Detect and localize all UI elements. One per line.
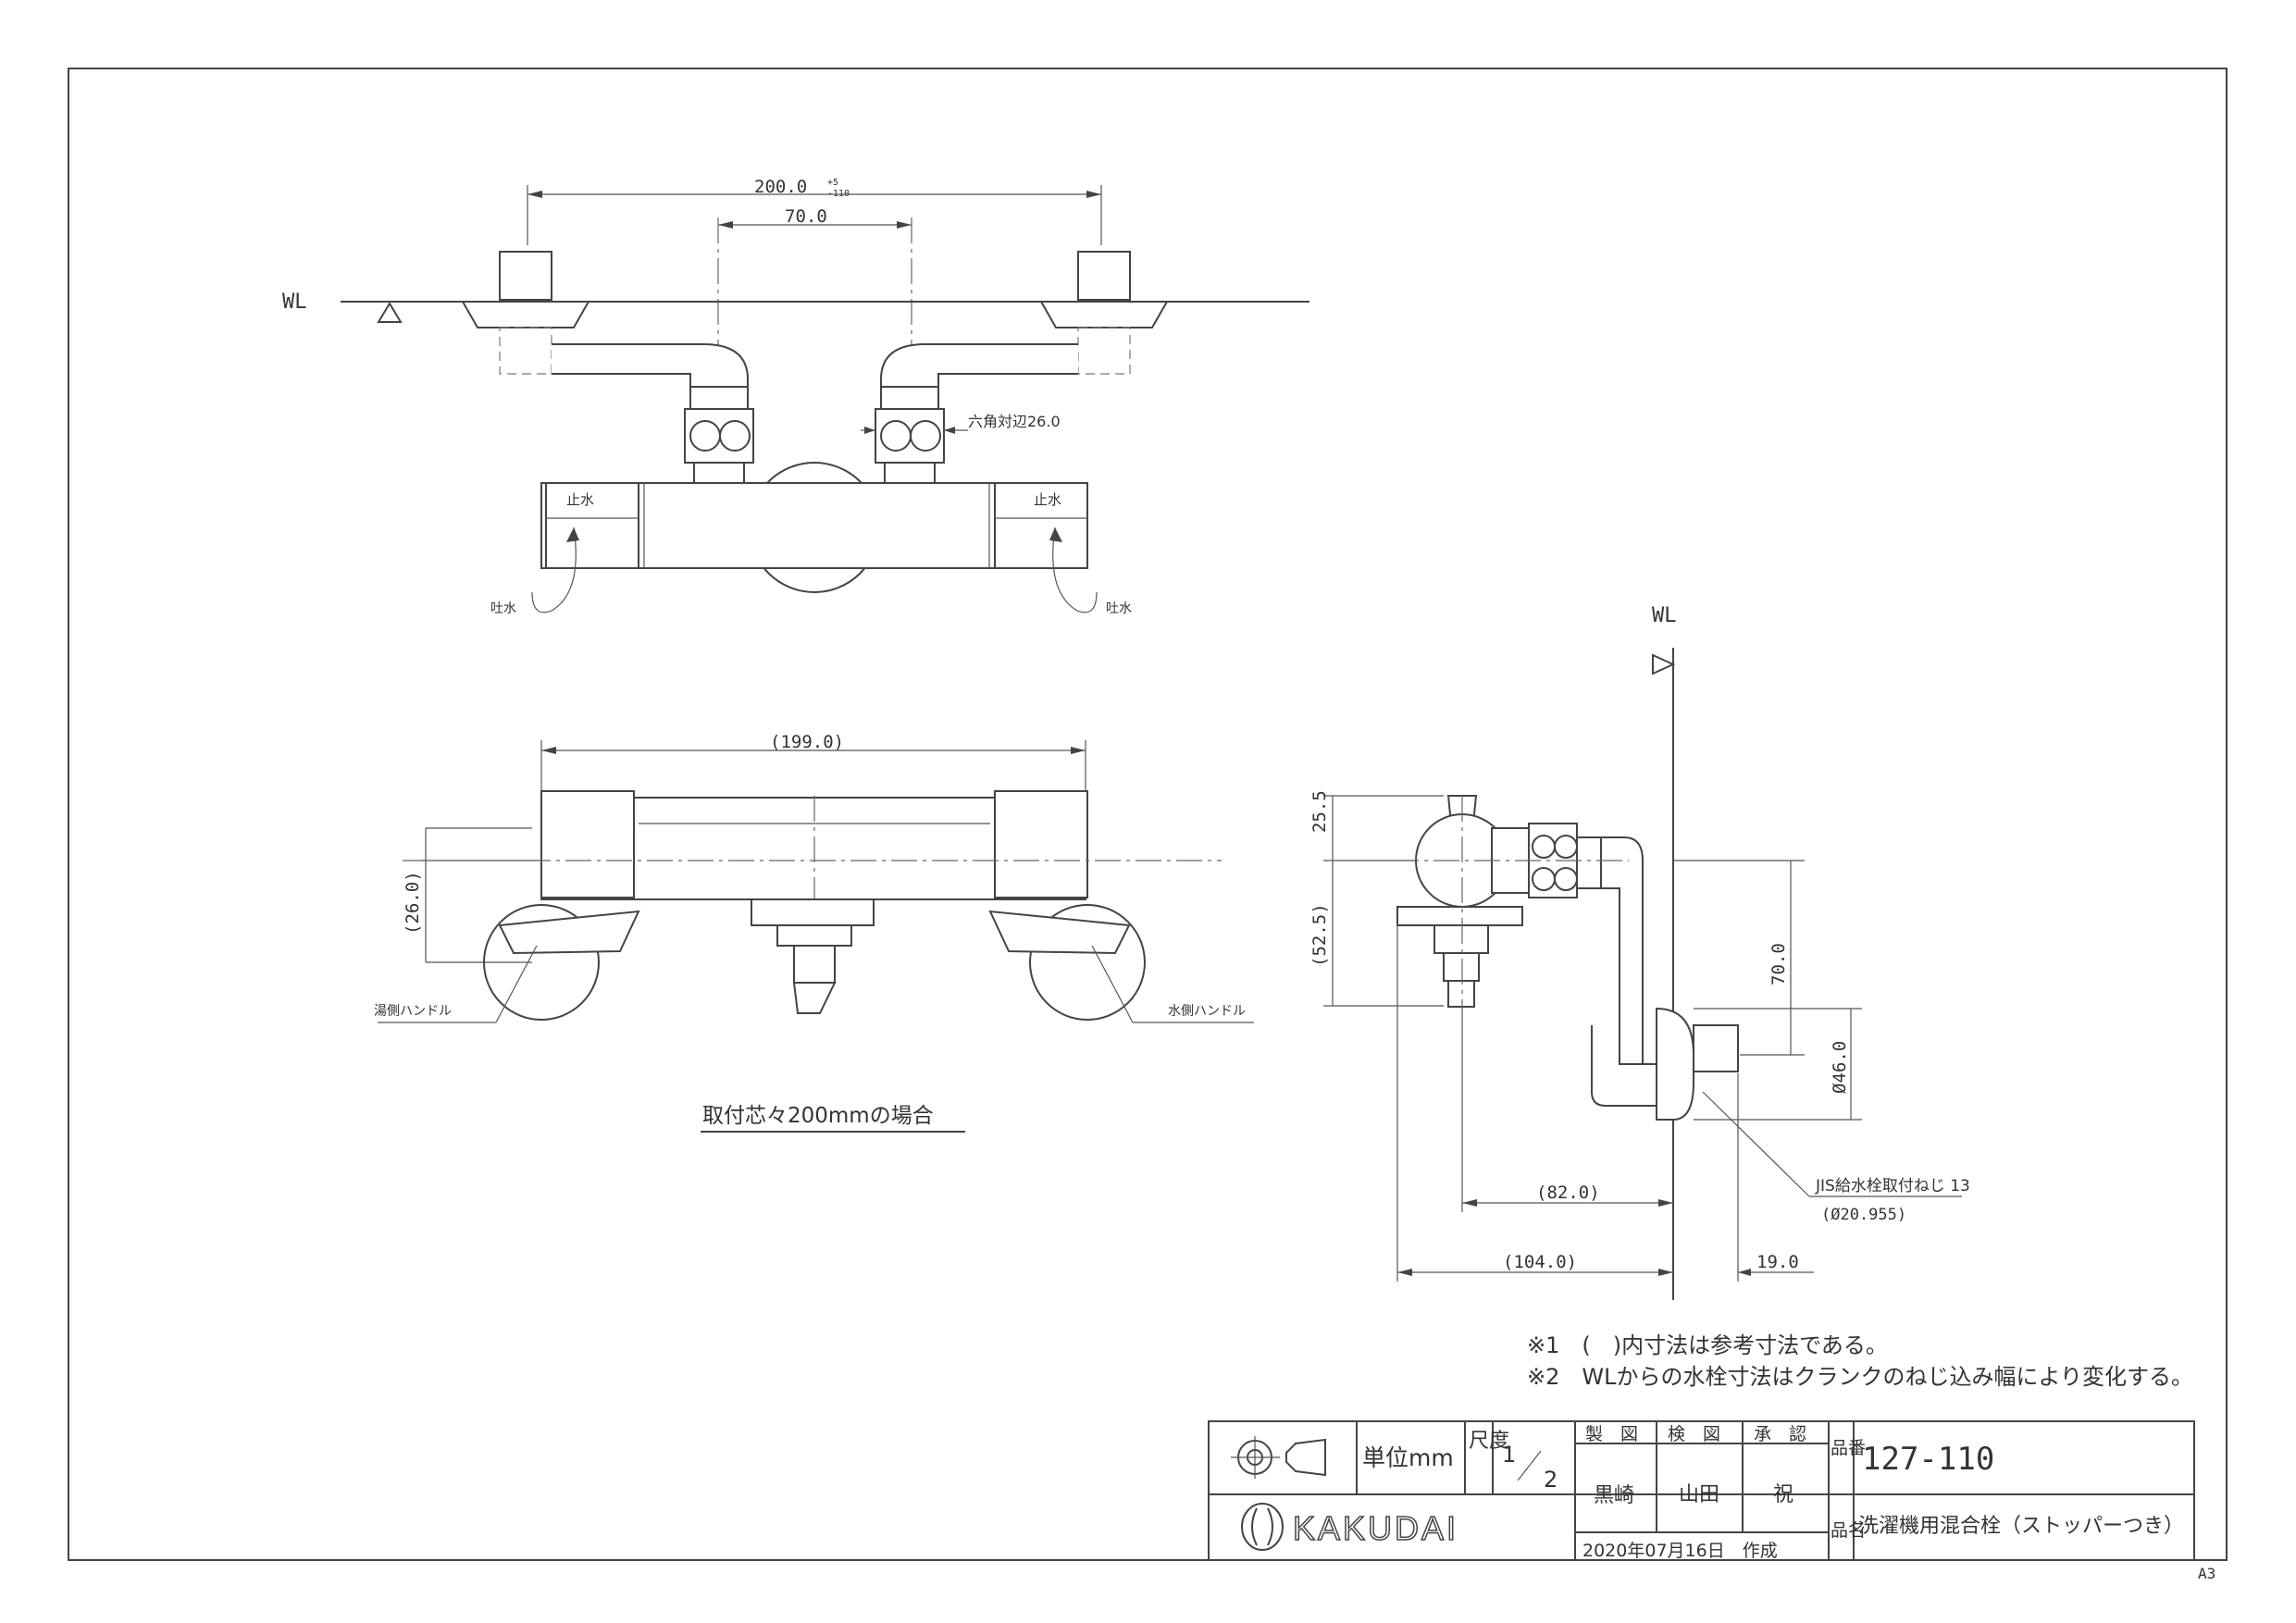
- wl-label-top: WL: [282, 291, 307, 314]
- dim-tol-minus: -110: [827, 189, 850, 199]
- front-view: 200.0 +5 -110 70.0 WL: [282, 177, 1309, 616]
- drawn-by: 黒崎: [1594, 1484, 1634, 1507]
- spout-label-right: 吐水: [1106, 601, 1132, 616]
- part-no-label: 品番: [1831, 1438, 1866, 1458]
- title-block: 単位mm 尺度 1 2 製 図 検 図 承 認 黒崎 山田 祝 2020年07月…: [1208, 1420, 2195, 1561]
- part-number: 127-110: [1862, 1441, 1994, 1478]
- drawing-date: 2020年07月16日 作成: [1582, 1541, 1778, 1561]
- drawing-caption: 取付芯々200mmの場合: [702, 1104, 934, 1128]
- wl-label-side: WL: [1652, 604, 1677, 627]
- col-approved: 承 認: [1754, 1424, 1806, 1444]
- jis-thread-label: JIS給水栓取付ねじ 13: [1815, 1177, 1970, 1196]
- col-drawn: 製 図: [1585, 1424, 1638, 1444]
- product-name: 洗濯機用混合栓（ストッパーつき）: [1858, 1515, 2184, 1538]
- dim-height-25-5: 25.5: [1309, 790, 1330, 833]
- brand-name: KAKUDAI: [1293, 1509, 1458, 1547]
- dim-diameter-46: Ø46.0: [1830, 1041, 1850, 1094]
- checked-by: 山田: [1679, 1483, 1719, 1506]
- stop-label-right: 止水: [1034, 491, 1061, 508]
- third-angle-projection-icon: [1231, 1436, 1326, 1479]
- drawing-border: [68, 68, 2228, 1561]
- dim-width-199: (199.0): [770, 732, 844, 752]
- scale-numerator: 1: [1502, 1442, 1516, 1468]
- scale-denominator: 2: [1544, 1467, 1558, 1493]
- dim-width-top: 200.0: [754, 177, 807, 197]
- side-view: WL 25.5 (52.5) 70.0: [1309, 604, 1970, 1300]
- hot-handle-label: 湯側ハンドル: [374, 1003, 452, 1019]
- note-1: ※1 ( )内寸法は参考寸法である。: [1527, 1332, 1888, 1358]
- approved-by: 祝: [1773, 1483, 1793, 1506]
- dim-tol-plus: +5: [827, 178, 838, 188]
- spout-label-left: 吐水: [490, 601, 516, 616]
- paper-size: A3: [2198, 1565, 2215, 1582]
- product-name-label: 品名: [1831, 1520, 1866, 1541]
- dim-center-70: 70.0: [785, 206, 827, 227]
- dim-height-26: (26.0): [403, 871, 423, 935]
- cold-handle-label: 水側ハンドル: [1168, 1004, 1246, 1019]
- hex-size-label: 六角対辺26.0: [968, 413, 1061, 430]
- dim-vertical-70: 70.0: [1769, 943, 1789, 985]
- jis-thread-diameter: (Ø20.955): [1821, 1206, 1906, 1224]
- scale-label: 尺度: [1469, 1430, 1509, 1453]
- col-checked: 検 図: [1668, 1424, 1720, 1444]
- kakudai-logo: KAKUDAI: [1241, 1503, 1458, 1551]
- dim-depth-104: (104.0): [1503, 1252, 1577, 1272]
- stop-label-left: 止水: [566, 491, 594, 508]
- bottom-view: (199.0) (26.0) 湯側ハンドル 水側ハンドル 取付芯々200mmの場…: [374, 732, 1254, 1133]
- unit-label: 単位mm: [1362, 1444, 1454, 1471]
- note-2: ※2 WLからの水栓寸法はクランクのねじ込み幅により変化する。: [1527, 1364, 2193, 1390]
- dim-height-52-5: (52.5): [1309, 903, 1330, 967]
- dim-depth-82: (82.0): [1536, 1183, 1600, 1203]
- dim-depth-19: 19.0: [1756, 1252, 1799, 1272]
